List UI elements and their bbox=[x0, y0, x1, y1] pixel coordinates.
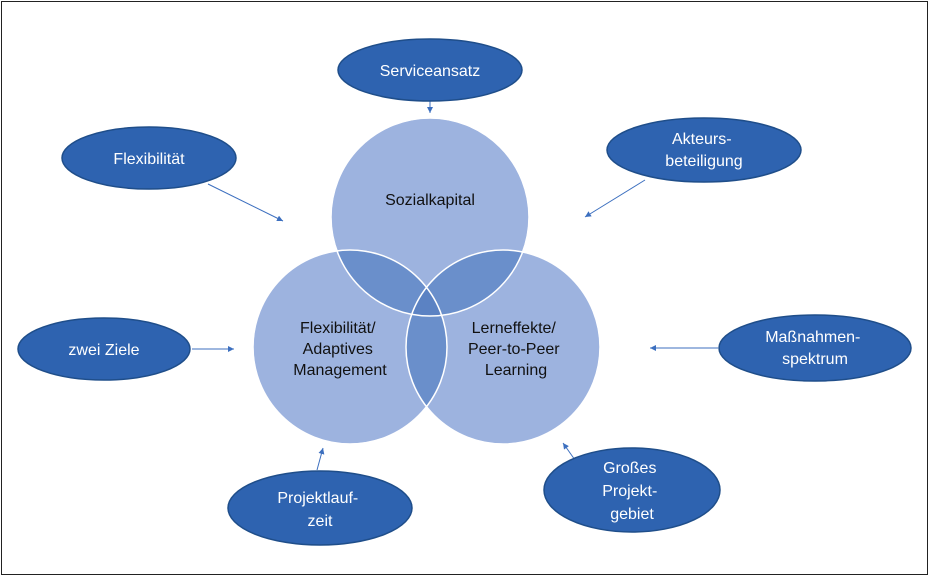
node-zwei-ziele-label: zwei Ziele bbox=[68, 342, 139, 359]
node-flexibilitaet: Flexibilität bbox=[61, 126, 237, 190]
node-serviceansatz-label: Serviceansatz bbox=[380, 63, 481, 80]
venn-label-left: Flexibilität/ Adaptives Management bbox=[293, 320, 387, 379]
venn-label-right: Lerneffekte/ Peer-to-Peer Learning bbox=[468, 320, 564, 379]
node-akteursbeteiligung: Akteurs- beteiligung bbox=[606, 117, 802, 183]
arrow-akteursbeteiligung bbox=[584, 179, 646, 218]
node-serviceansatz: Serviceansatz bbox=[337, 38, 523, 102]
node-massnahmenspektrum-label: Maßnahmen- spektrum bbox=[765, 329, 865, 368]
node-projektgebiet: Großes Projekt- gebiet bbox=[543, 447, 721, 533]
venn-overlap-top-left bbox=[331, 250, 447, 316]
arrow-flexibilitaet bbox=[207, 183, 284, 222]
venn-overlap-top-right bbox=[406, 250, 529, 316]
node-flexibilitaet-label: Flexibilität bbox=[113, 151, 185, 168]
node-massnahmenspektrum: Maßnahmen- spektrum bbox=[718, 314, 912, 382]
node-projektlaufzeit-label: Projektlauf- zeit bbox=[277, 490, 362, 530]
arrow-projektlaufzeit bbox=[316, 447, 325, 471]
venn-label-top: Sozialkapital bbox=[385, 192, 475, 209]
node-projektgebiet-label: Großes Projekt- gebiet bbox=[602, 460, 662, 523]
node-zwei-ziele: zwei Ziele bbox=[17, 317, 191, 381]
arrow-projektgebiet bbox=[562, 442, 576, 461]
arrows bbox=[192, 100, 718, 471]
node-projektlaufzeit: Projektlauf- zeit bbox=[227, 470, 413, 546]
node-akteursbeteiligung-label: Akteurs- beteiligung bbox=[665, 131, 742, 170]
venn-diagram: Sozialkapital Flexibilität/ Adaptives Ma… bbox=[252, 117, 601, 445]
